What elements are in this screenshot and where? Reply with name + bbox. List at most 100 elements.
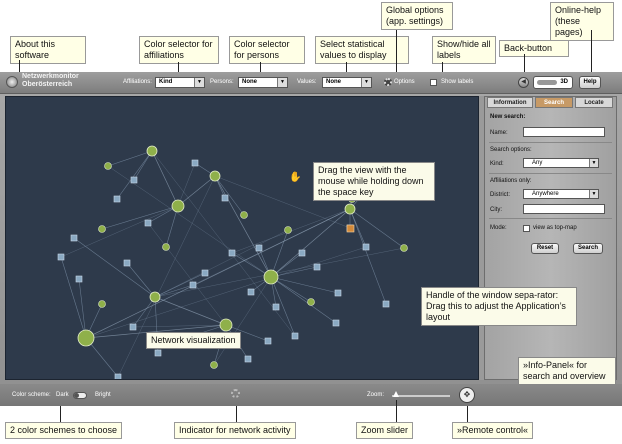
- affiliation-hub-node[interactable]: [209, 170, 221, 182]
- help-button[interactable]: Help: [579, 76, 601, 89]
- tab-information[interactable]: Information: [487, 97, 533, 108]
- network-edge: [154, 247, 405, 298]
- affiliations-only-heading: Affiliations only:: [490, 178, 532, 184]
- affiliation-hub-node[interactable]: [171, 199, 185, 213]
- network-edge: [270, 276, 337, 324]
- chevron-down-icon: ▼: [589, 159, 598, 167]
- reset-button[interactable]: Reset: [531, 243, 559, 254]
- network-edge: [78, 278, 87, 339]
- person-node[interactable]: [191, 159, 199, 167]
- person-node[interactable]: [75, 275, 83, 283]
- person-node[interactable]: [189, 281, 197, 289]
- name-label: Name:: [490, 130, 508, 136]
- affiliation-node[interactable]: [104, 162, 112, 170]
- network-edge: [154, 272, 206, 298]
- network-edge: [177, 162, 196, 207]
- view-3d-toggle[interactable]: 3D: [533, 76, 573, 89]
- affiliation-hub-node[interactable]: [149, 291, 161, 303]
- chevron-down-icon: ▼: [194, 78, 204, 87]
- affiliations-select[interactable]: Kind ▼: [155, 77, 205, 88]
- network-edge: [214, 175, 245, 216]
- affiliation-node[interactable]: [210, 361, 218, 369]
- kind-select[interactable]: Any ▼: [523, 158, 599, 168]
- affiliation-hub-node[interactable]: [219, 318, 233, 332]
- zoom-label: Zoom:: [367, 392, 385, 398]
- person-node[interactable]: [291, 332, 299, 340]
- person-node[interactable]: [57, 253, 65, 261]
- affiliation-hub-node[interactable]: [77, 329, 95, 347]
- affiliation-node[interactable]: [98, 300, 106, 308]
- person-node[interactable]: [298, 249, 306, 257]
- network-edge: [147, 222, 227, 326]
- options-button[interactable]: Options: [394, 79, 415, 85]
- affiliation-node[interactable]: [162, 243, 170, 251]
- view-as-top-map-label: view as top-map: [533, 225, 577, 231]
- affiliation-hub-node[interactable]: [263, 269, 279, 285]
- remote-control-icon[interactable]: ✥: [459, 387, 475, 403]
- network-edge: [116, 150, 153, 200]
- person-node[interactable]: [313, 263, 321, 271]
- affiliation-hub-node[interactable]: [146, 145, 158, 157]
- pointer-line: [236, 406, 237, 422]
- search-options-heading: Search options:: [490, 147, 532, 153]
- persons-select[interactable]: None ▼: [238, 77, 288, 88]
- affiliation-node[interactable]: [240, 211, 248, 219]
- network-edge: [214, 175, 272, 278]
- network-visualization[interactable]: [5, 96, 479, 380]
- person-node[interactable]: [144, 219, 152, 227]
- person-node[interactable]: [154, 349, 162, 357]
- app-title[interactable]: Netzwerkmonitor Oberösterreich: [22, 73, 102, 89]
- network-graph[interactable]: [6, 97, 478, 379]
- color-scheme-toggle[interactable]: [73, 392, 87, 399]
- pointer-line: [178, 62, 179, 72]
- zoom-slider-track[interactable]: [392, 395, 450, 397]
- show-labels-label: Show labels: [441, 79, 474, 85]
- window-separator-handle[interactable]: [479, 96, 484, 380]
- dark-label: Dark: [56, 392, 69, 398]
- person-node[interactable]: [334, 289, 342, 297]
- person-node[interactable]: [255, 244, 263, 252]
- person-node[interactable]: [247, 288, 255, 296]
- person-node[interactable]: [123, 259, 131, 267]
- tab-locate[interactable]: Locate: [575, 97, 613, 108]
- back-button[interactable]: ◀: [518, 77, 529, 88]
- person-node[interactable]: [221, 194, 229, 202]
- mouse-icon: [537, 80, 557, 85]
- person-node[interactable]: [114, 373, 122, 379]
- status-bar: Color scheme: Dark Bright Zoom: ✥: [0, 384, 622, 406]
- network-edge: [270, 208, 351, 278]
- city-input[interactable]: [523, 204, 605, 214]
- person-node[interactable]: [362, 243, 370, 251]
- person-node[interactable]: [130, 176, 138, 184]
- about-logo-icon[interactable]: [6, 76, 18, 88]
- district-select[interactable]: Anywhere ▼: [523, 189, 599, 199]
- affiliation-node[interactable]: [400, 244, 408, 252]
- person-node[interactable]: [332, 319, 340, 327]
- person-node[interactable]: [129, 323, 137, 331]
- person-node[interactable]: [228, 249, 236, 257]
- affiliation-node[interactable]: [98, 225, 106, 233]
- zoom-slider-thumb[interactable]: [393, 391, 399, 397]
- person-node[interactable]: [113, 195, 121, 203]
- network-edge: [60, 256, 87, 339]
- affiliation-hub-node[interactable]: [344, 203, 356, 215]
- annotation-online-help: Online-help (these pages): [550, 2, 614, 41]
- show-labels-checkbox[interactable]: [430, 79, 437, 86]
- person-node[interactable]: [382, 300, 390, 308]
- highlighted-node[interactable]: [346, 224, 355, 233]
- gear-icon[interactable]: [384, 78, 392, 86]
- affiliation-node[interactable]: [307, 298, 315, 306]
- affiliation-node[interactable]: [284, 226, 292, 234]
- person-node[interactable]: [244, 355, 252, 363]
- person-node[interactable]: [264, 337, 272, 345]
- name-input[interactable]: [523, 127, 605, 137]
- back-arrow-icon: ◀: [521, 79, 526, 85]
- search-button[interactable]: Search: [573, 243, 603, 254]
- view-as-top-map-checkbox[interactable]: [523, 225, 530, 232]
- tab-search[interactable]: Search: [535, 97, 573, 108]
- person-node[interactable]: [70, 234, 78, 242]
- person-node[interactable]: [201, 269, 209, 277]
- person-node[interactable]: [272, 303, 280, 311]
- values-select[interactable]: None ▼: [322, 77, 372, 88]
- view-3d-label: 3D: [560, 79, 568, 85]
